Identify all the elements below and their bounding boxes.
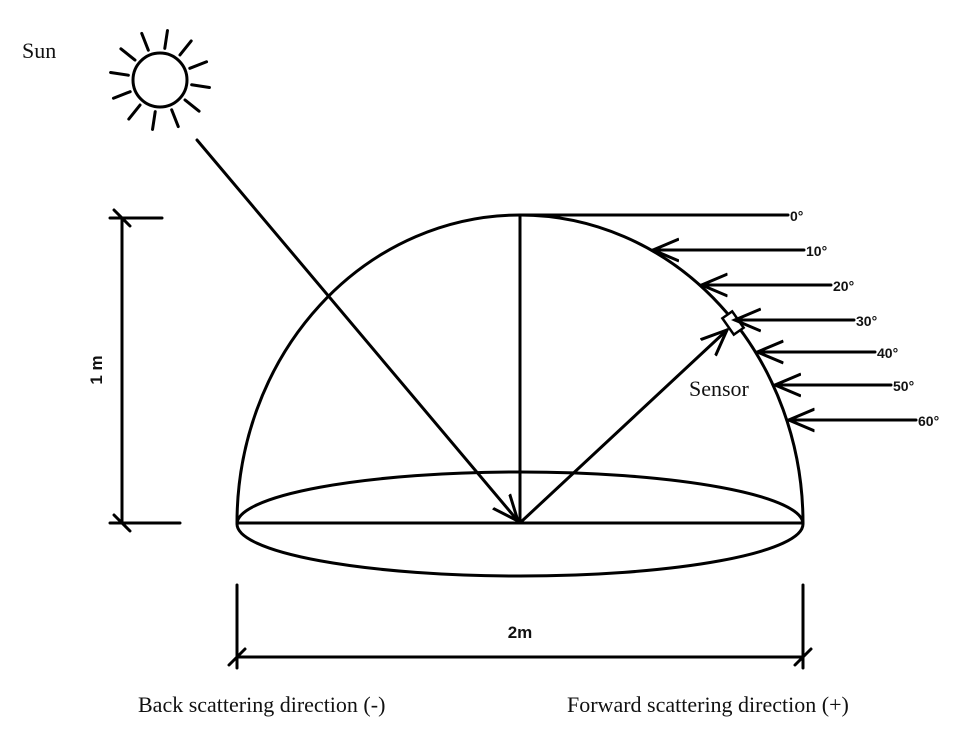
reflected-ray (520, 330, 727, 523)
angle-label: 10° (806, 243, 827, 259)
forward-scattering-label: Forward scattering direction (+) (567, 692, 849, 717)
angle-label: 20° (833, 278, 854, 294)
incident-ray (195, 138, 518, 521)
sun-icon (109, 29, 211, 131)
sensor-label: Sensor (689, 376, 750, 401)
width-dimension (227, 583, 813, 670)
height-dimension (108, 208, 182, 533)
sun-label: Sun (22, 38, 56, 63)
height-label: 1 m (87, 355, 106, 384)
view-angle-arrows: 0° 10° 20° 30°40° 50° 60° (518, 208, 939, 429)
angle-label: 40° (877, 345, 898, 361)
angle-label: 60° (918, 413, 939, 429)
angle-label: 30° (856, 313, 877, 329)
angle-label: 0° (790, 208, 803, 224)
angle-label: 50° (893, 378, 914, 394)
back-scattering-label: Back scattering direction (-) (138, 692, 385, 717)
width-label: 2m (508, 623, 533, 642)
